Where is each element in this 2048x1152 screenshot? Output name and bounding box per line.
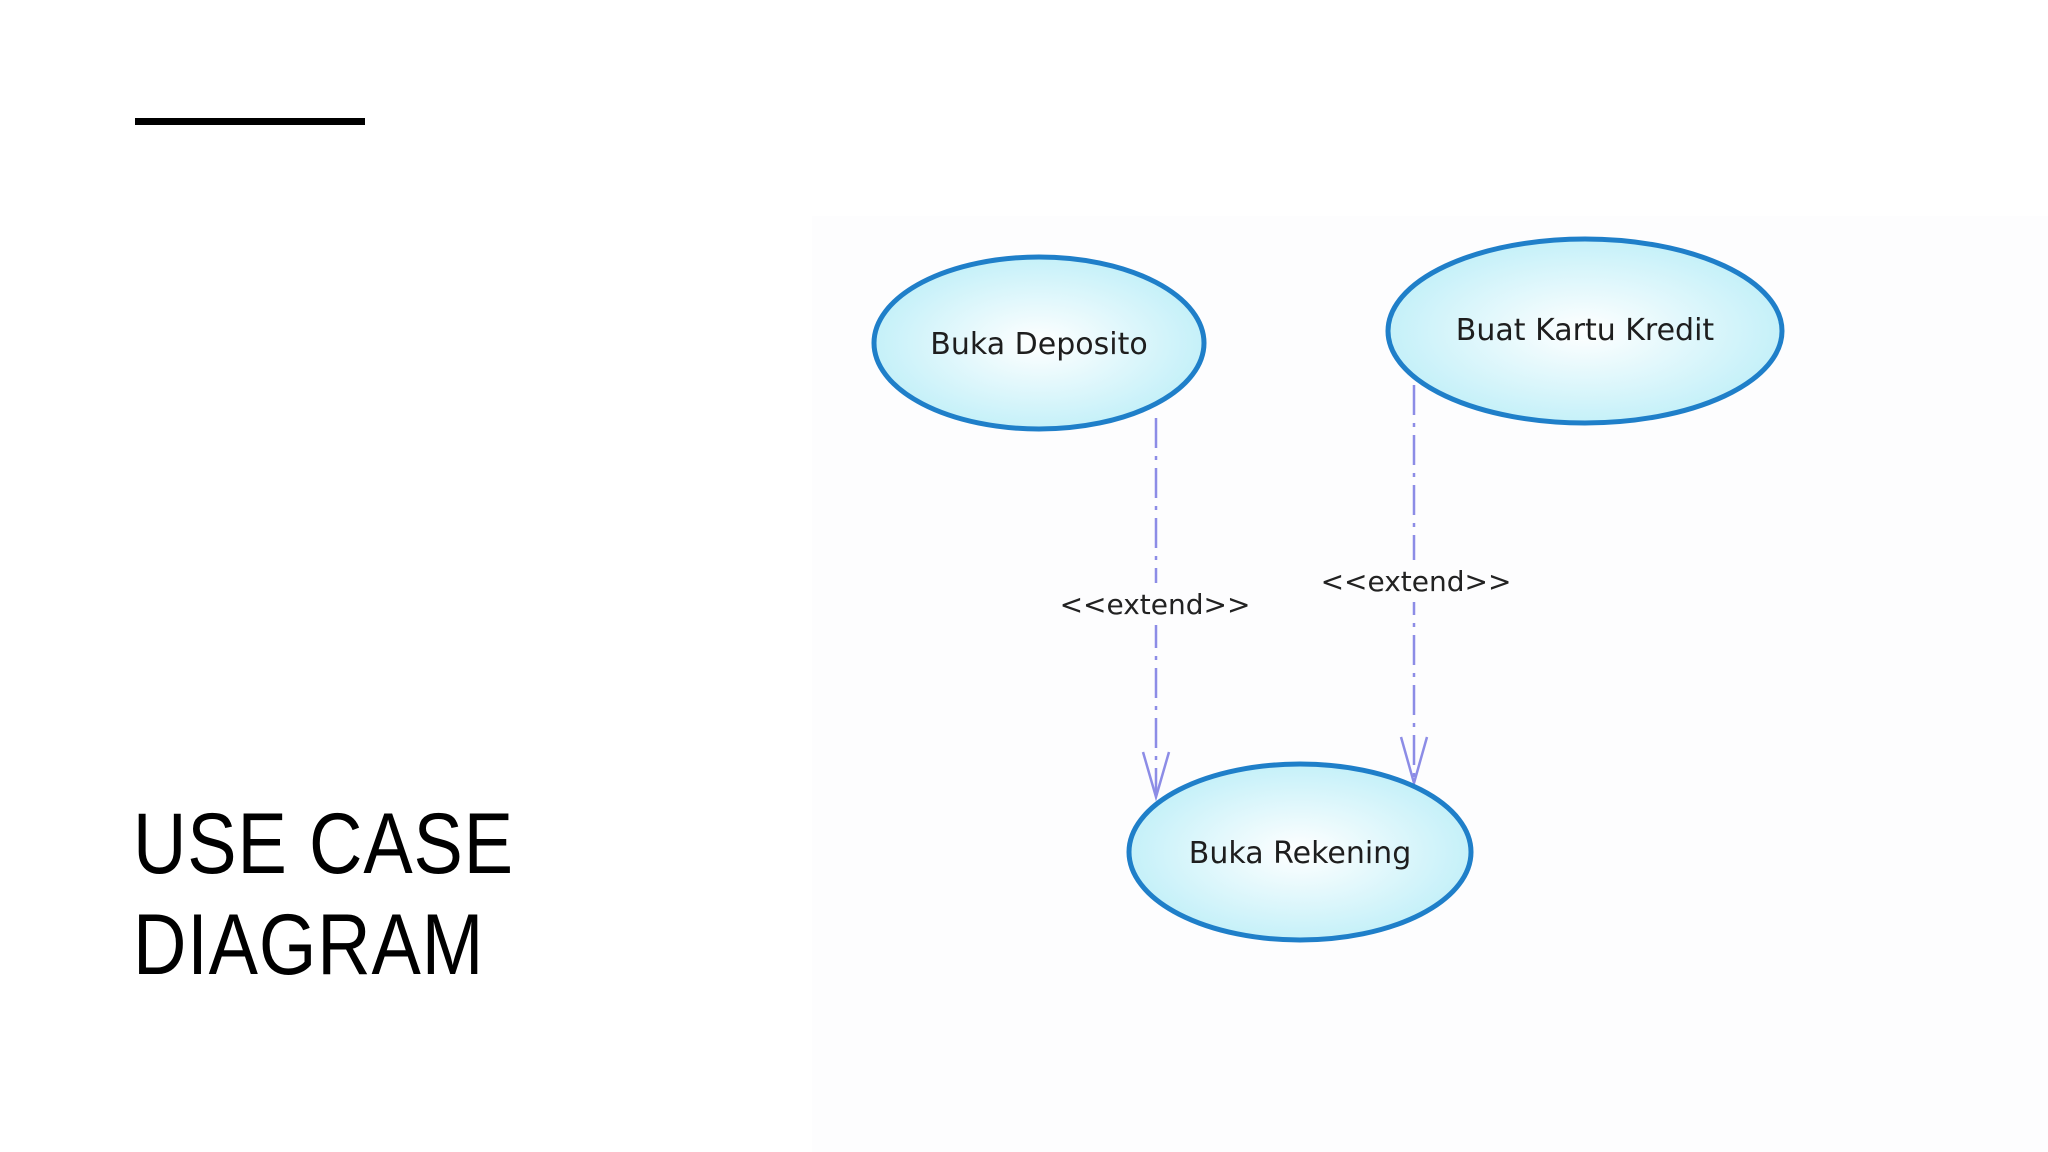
use-case-ellipse-buka-rekening [1126,761,1474,943]
slide-title-line-1: USE CASE [133,796,514,892]
slide-title: USE CASE DIAGRAM [133,794,514,996]
use-case-buka-deposito: Buka Deposito [871,254,1207,432]
extend-arrowhead-kartu-kredit [1399,736,1429,788]
extend-relation-kartu-kredit: <<extend>> [1318,385,1512,788]
use-case-buka-rekening: Buka Rekening [1126,761,1474,943]
use-case-buat-kartu-kredit: Buat Kartu Kredit [1385,236,1785,426]
use-case-ellipse-buat-kartu-kredit [1385,236,1785,426]
extend-relation-deposito: <<extend>> [1058,418,1252,802]
use-case-ellipse-buka-deposito [871,254,1207,432]
extend-label-backdrop-deposito [1058,583,1252,625]
use-case-label-buat-kartu-kredit: Buat Kartu Kredit [1456,313,1715,348]
extend-label-kartu-kredit: <<extend>> [1321,565,1512,598]
extend-label-deposito: <<extend>> [1060,588,1251,621]
use-case-label-buka-rekening: Buka Rekening [1189,836,1411,871]
use-case-label-buka-deposito: Buka Deposito [930,327,1147,362]
slide-title-line-2: DIAGRAM [133,897,485,993]
extend-label-backdrop-kartu-kredit [1318,560,1512,602]
title-accent-rule [135,118,365,125]
extend-arrowhead-deposito [1141,751,1171,802]
